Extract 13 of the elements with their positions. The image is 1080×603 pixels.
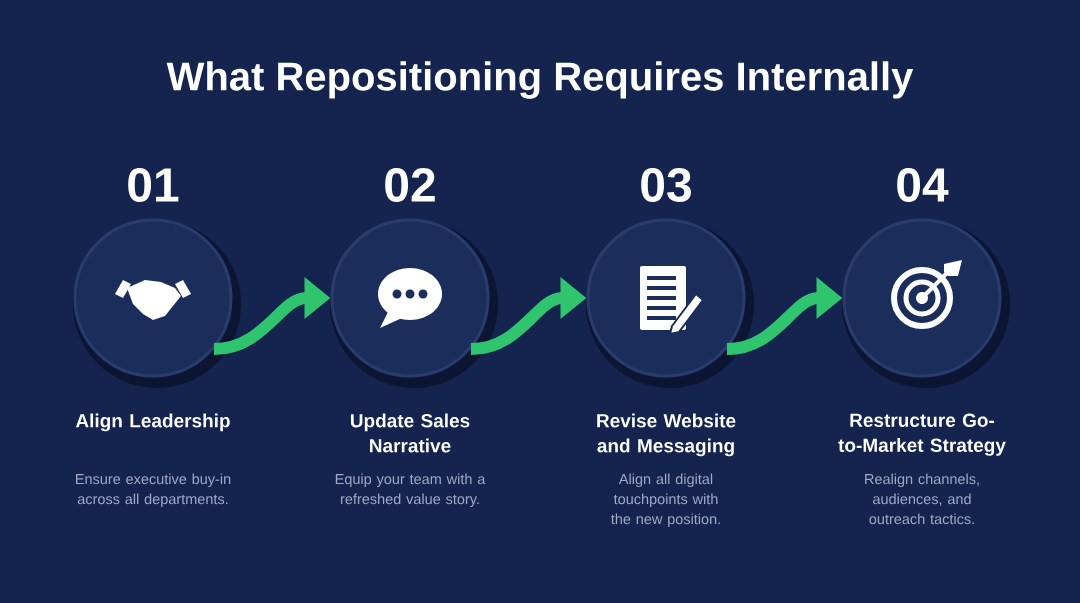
title: What Repositioning Requires Internally (166, 61, 914, 99)
step-number: 04 (897, 168, 949, 202)
step-number: 02 (385, 168, 435, 202)
step-description: Ensure executive buy-in across all departments. (76, 473, 231, 508)
step-heading: Align Leadership (75, 413, 230, 432)
step-description: Align all digital touchpoints with the new position. (611, 473, 720, 528)
step-heading: Revise Website and Messaging (597, 413, 736, 457)
step-description: Equip your team with a refreshed value story. (335, 473, 486, 508)
step-heading: Update Sales Narrative (350, 413, 470, 453)
step-number: 01 (128, 168, 179, 202)
step-number: 03 (641, 167, 691, 202)
step-description: Realign channels, audiences, and outreach tactics. (865, 473, 979, 525)
step-heading: Restructure Go-to-Market Strategy (838, 413, 1006, 456)
